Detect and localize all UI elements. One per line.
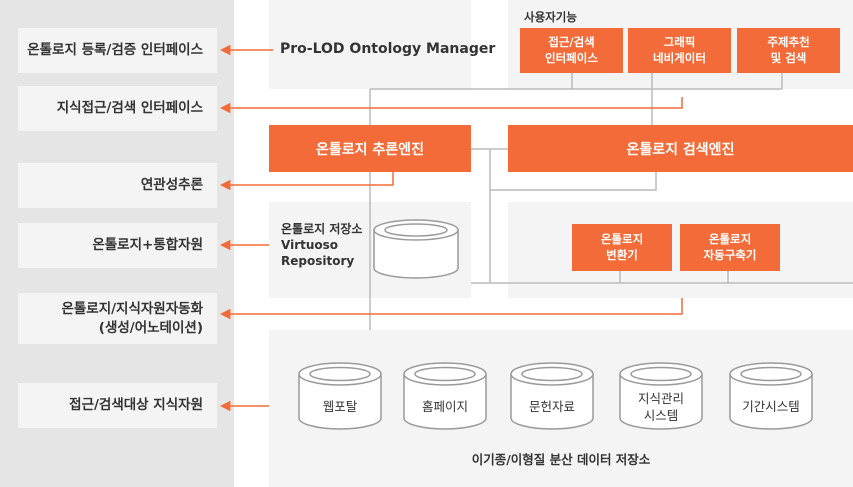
left-item-integrated-resources: 온톨로지+통합자원 (18, 223, 217, 268)
left-item-knowledge-search: 지식접근/검색 인터페이스 (18, 86, 217, 131)
left-item-target-resources: 접근/검색대상 지식자원 (18, 383, 217, 428)
left-item-label: 온톨로지 등록/검증 인터페이스 (27, 42, 203, 59)
left-item-label: 지식접근/검색 인터페이스 (56, 100, 203, 117)
left-item-label: 연관성추론 (140, 177, 203, 194)
reasoning-engine: 온톨로지 추론엔진 (269, 125, 471, 172)
manager-panel (269, 0, 471, 89)
storage-cylinder-icon (510, 362, 594, 430)
left-item-label: 온톨로지/지식자원자동화 (생성/어노테이션) (61, 300, 203, 336)
left-item-automation: 온톨로지/지식자원자동화 (생성/어노테이션) (18, 293, 217, 344)
storage-title: 이기종/이형질 분산 데이터 저장소 (471, 452, 651, 467)
user-functions-title: 사용자기능 (524, 10, 577, 24)
arrow-reasoning (219, 172, 394, 191)
repository-label: 온톨로지 저장소 Virtuoso Repository (281, 222, 363, 269)
ontology-auto-builder: 온톨로지 자동구축기 (680, 224, 780, 271)
storage-cylinder-icon (619, 362, 703, 430)
storage-cylinder-icon (403, 362, 487, 430)
arrow-search (219, 97, 683, 114)
storage-item-core-system: 기간시스템 (742, 399, 800, 414)
storage-item-homepage: 홈페이지 (421, 399, 468, 414)
search-engine: 온톨로지 검색엔진 (508, 125, 853, 172)
manager-title: Pro-LOD Ontology Manager (280, 41, 496, 57)
left-item-label: 접근/검색대상 지식자원 (69, 397, 203, 414)
storage-cylinder-icon (729, 362, 813, 430)
storage-cylinder-icon (298, 362, 382, 430)
arrow-automation (219, 298, 683, 320)
left-item-ontology-register: 온톨로지 등록/검증 인터페이스 (18, 28, 217, 73)
storage-item-web-portal: 웹포탈 (322, 399, 358, 414)
user-function-topic-recommend: 주제추천 및 검색 (737, 28, 840, 73)
storage-item-literature: 문헌자료 (528, 399, 575, 414)
user-function-graphic-navigator: 그래픽 네비게이터 (628, 28, 731, 73)
left-item-relation-reasoning: 연관성추론 (18, 163, 217, 208)
ontology-converter: 온톨로지 변환기 (572, 224, 672, 271)
left-item-label: 온톨로지+통합자원 (92, 237, 203, 254)
repository-cylinder-icon (373, 219, 459, 279)
storage-item-knowledge-system: 지식관리 시스템 (637, 391, 684, 423)
user-function-search-interface: 접근/검색 인터페이스 (520, 28, 623, 73)
